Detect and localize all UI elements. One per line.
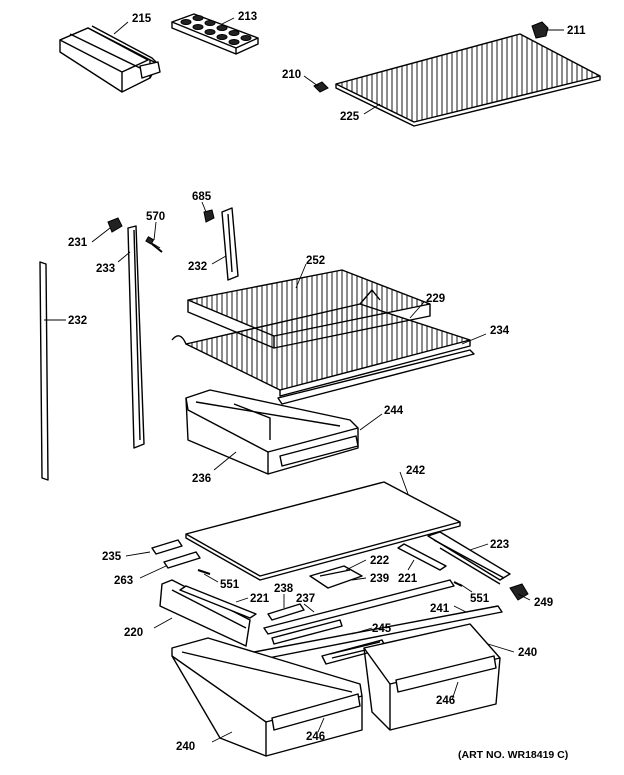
label-215: 215 <box>132 13 152 25</box>
label-231: 231 <box>68 237 88 249</box>
art-number: (ART NO. WR18419 C) <box>458 749 568 761</box>
label-233: 233 <box>96 263 115 275</box>
crisper-drawer-right-part <box>363 623 501 731</box>
label-263: 263 <box>114 575 133 587</box>
shelf-rail-left-part <box>39 261 49 481</box>
end-clip-part <box>509 583 529 601</box>
label-551-left: 551 <box>220 579 240 591</box>
label-232-left: 232 <box>68 315 87 327</box>
center-bracket-part <box>309 565 363 589</box>
label-211: 211 <box>567 25 586 37</box>
label-235: 235 <box>102 551 122 563</box>
crisper-drawer-left-part <box>171 637 363 757</box>
label-222: 222 <box>370 555 389 567</box>
label-236: 236 <box>192 473 211 485</box>
shelf-clip-part <box>531 21 549 39</box>
label-240-left: 240 <box>176 741 195 753</box>
leader-lines <box>44 17 564 743</box>
label-223: 223 <box>490 539 509 551</box>
frame-rail-right-part <box>427 531 511 585</box>
screw-part <box>145 236 163 253</box>
egg-tray-part <box>171 13 259 55</box>
wire-shelf-part <box>335 33 601 127</box>
frame-left-part <box>159 579 251 647</box>
label-210: 210 <box>282 69 301 81</box>
label-246-right: 246 <box>436 695 455 707</box>
label-245: 245 <box>372 623 392 635</box>
rail-cap-part <box>107 217 123 233</box>
label-225: 225 <box>340 111 360 123</box>
frame-bracket-part <box>151 539 201 569</box>
label-238: 238 <box>274 583 294 595</box>
label-237: 237 <box>296 593 315 605</box>
label-685: 685 <box>192 191 212 203</box>
label-252: 252 <box>306 255 325 267</box>
label-244: 244 <box>384 405 404 417</box>
label-213: 213 <box>238 11 257 23</box>
glass-panel-part <box>185 481 461 581</box>
label-551-right: 551 <box>470 593 490 605</box>
wire-shelf-lower-part <box>171 289 471 397</box>
label-239: 239 <box>370 573 389 585</box>
divider-bar-part <box>397 543 447 571</box>
label-246-left: 246 <box>306 731 325 743</box>
label-234: 234 <box>490 325 510 337</box>
utility-bin-part <box>59 25 161 93</box>
divider-bar-left-part <box>179 585 257 619</box>
label-241: 241 <box>430 603 450 615</box>
shelf-stop-part <box>313 81 329 93</box>
shelf-rail-center-part <box>127 225 145 449</box>
label-240-right: 240 <box>518 647 537 659</box>
label-242: 242 <box>406 465 425 477</box>
label-220: 220 <box>124 627 143 639</box>
support-bar-part <box>263 579 455 645</box>
label-249: 249 <box>534 597 553 609</box>
label-232-right: 232 <box>188 261 207 273</box>
screw-small-part <box>197 569 463 587</box>
fastener-part <box>203 209 215 223</box>
label-221-right: 221 <box>398 573 418 585</box>
drawer-part <box>185 389 359 475</box>
shelf-rail-right-part <box>221 207 239 281</box>
label-570: 570 <box>146 211 165 223</box>
label-229: 229 <box>426 293 445 305</box>
shelf-trim-part <box>277 349 475 405</box>
label-221-left: 221 <box>250 593 270 605</box>
